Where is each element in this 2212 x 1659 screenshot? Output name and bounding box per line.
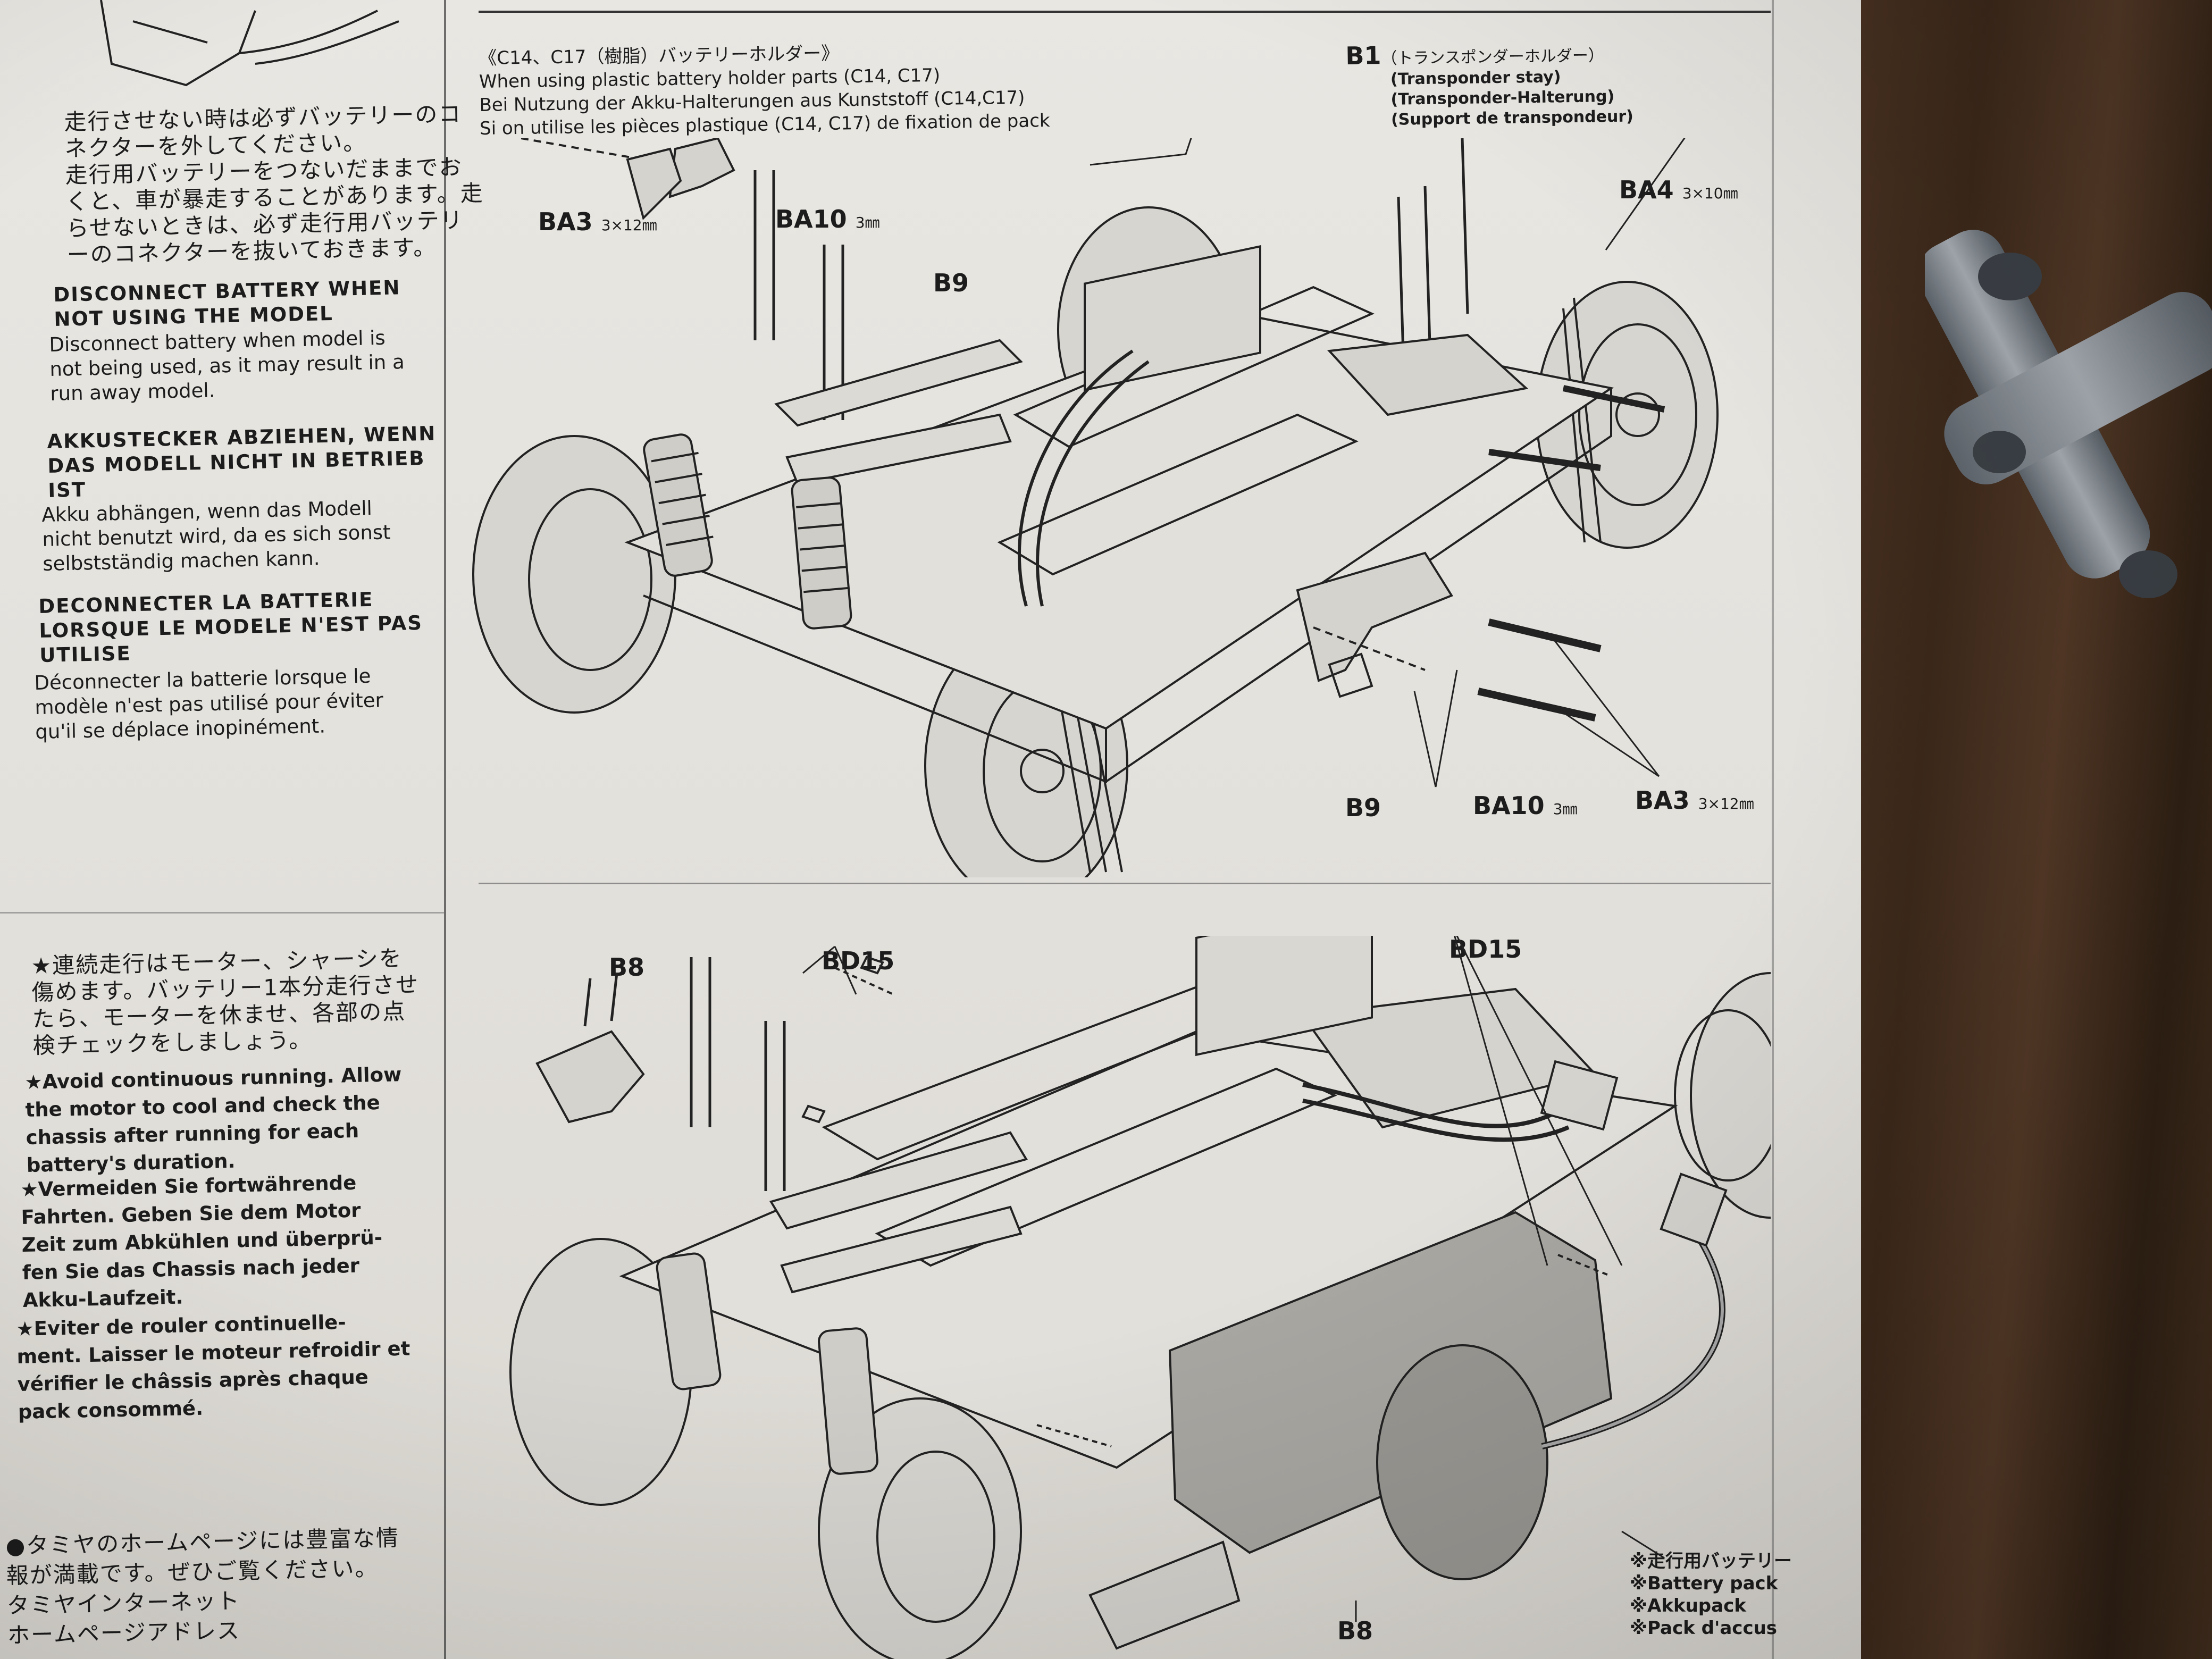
fr-disconnect-body: Déconnecter la batterie lorsque le modèl…	[34, 664, 384, 743]
jp-homepage-text: ●タミヤのホームページには豊富な情 報が満載です。ぜひご覧ください。 タミヤイン…	[5, 1524, 400, 1648]
de-disconnect-body: Akku abhängen, wenn das Modell nicht ben…	[41, 496, 391, 575]
bottom-chassis-diagram	[509, 936, 1771, 1659]
ba10-left-label: BA10 3㎜	[775, 205, 880, 233]
de-continuous-text: ★Vermeiden Sie fortwährende Fahrten. Geb…	[20, 1171, 383, 1312]
left-separator	[0, 912, 444, 914]
jp-disconnect-text: 走行させない時は必ずバッテリーのコ ネクターを外してください。 走行用バッテリー…	[64, 100, 484, 268]
en-disconnect-heading: DISCONNECT BATTERY WHEN NOT USING THE MO…	[53, 276, 401, 331]
instruction-sheet: 走行させない時は必ずバッテリーのコ ネクターを外してください。 走行用バッテリー…	[0, 0, 1861, 1659]
ba10-bottom-label: BA10 3㎜	[1473, 791, 1578, 820]
top-rule	[479, 11, 1771, 13]
ba3-left-label: BA3 3×12㎜	[538, 207, 657, 236]
de-disconnect-heading: AKKUSTECKER ABZIEHEN, WENN DAS MODELL NI…	[47, 422, 437, 502]
step-separator	[479, 883, 1771, 884]
cross-wrench-tool	[1925, 230, 2212, 598]
top-chassis-diagram	[472, 138, 1719, 877]
b9-bottom-label: B9	[1345, 793, 1381, 822]
page-edge-line	[1772, 0, 1774, 1659]
ba3-bottom-label: BA3 3×12㎜	[1635, 786, 1754, 815]
ba4-label: BA4 3×10㎜	[1619, 175, 1738, 204]
bd15-left-label: BD15	[822, 946, 895, 975]
en-continuous-text: ★Avoid continuous running. Allow the mot…	[24, 1063, 402, 1177]
top-diagram-header: 《C14、C17（樹脂）バッテリーホルダー》 When using plasti…	[479, 43, 1050, 139]
jp-continuous-text: ★連続走行はモーター、シャーシを 傷めます。バッテリー1本分走行させ たら、モー…	[31, 945, 420, 1059]
column-divider	[444, 0, 446, 1659]
fr-continuous-text: ★Eviter de rouler continuelle- ment. Lai…	[16, 1311, 410, 1423]
b9-top-label: B9	[933, 269, 969, 297]
previous-step-diagram-fragment	[100, 0, 399, 87]
b1-callout: B1（トランスポンダーホルダー） (Transponder stay) (Tra…	[1345, 41, 1634, 129]
fr-disconnect-heading: DECONNECTER LA BATTERIE LORSQUE LE MODEL…	[38, 588, 423, 667]
en-disconnect-body: Disconnect battery when model is not bei…	[49, 326, 405, 405]
b8-top-label: B8	[609, 953, 645, 982]
battery-pack-callout: ※走行用バッテリー ※Battery pack ※Akkupack ※Pack …	[1630, 1551, 1792, 1639]
